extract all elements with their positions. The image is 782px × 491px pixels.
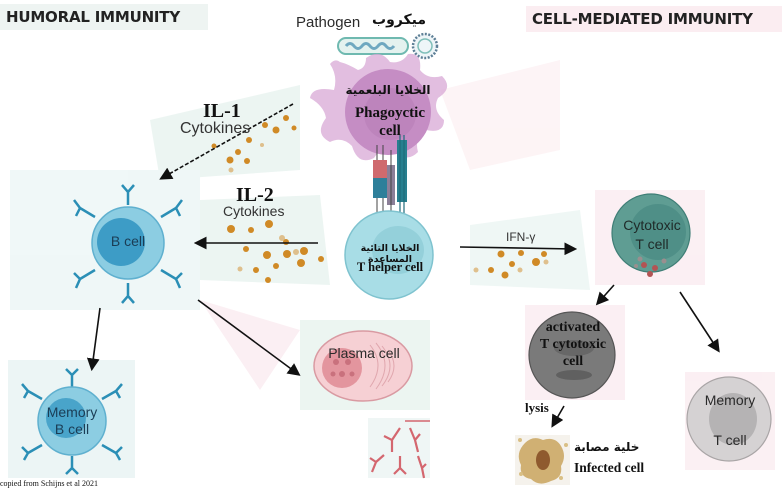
il2-cytokines-label: Cytokines bbox=[223, 203, 285, 219]
activated-t-cell-label-line1: activated bbox=[545, 320, 601, 335]
arrow-cytotoxic-activated bbox=[595, 284, 615, 306]
pathogen-label-arabic: ميكروب bbox=[372, 12, 427, 28]
memory-b-cell-label-line1: Memory bbox=[46, 404, 98, 420]
arrow-bcell-plasma bbox=[197, 299, 301, 376]
activated-t-cell-label-line2: T cytotoxic bbox=[539, 337, 607, 352]
memory-t-cell-label-line2: T cell bbox=[713, 432, 747, 448]
cytotoxic-t-cell-label-line1: Cytotoxic bbox=[623, 217, 681, 233]
plasma-cell bbox=[313, 330, 413, 402]
memory-t-cell bbox=[686, 376, 772, 462]
phagocytic-cell-label-line1: Phagoyctic bbox=[355, 105, 425, 121]
il1-cytokines-label: Cytokines bbox=[180, 120, 251, 137]
arrows bbox=[86, 103, 720, 428]
cell-mediated-immunity-header: CELL-MEDIATED IMMUNITY bbox=[526, 6, 782, 32]
il2-label: IL-2 bbox=[236, 184, 274, 206]
phagocytic-cell bbox=[310, 53, 448, 161]
cytotoxic-t-cell-label-line2: T cell bbox=[635, 236, 669, 252]
bacterium-icon bbox=[337, 37, 409, 55]
memory-b-cell-label-line2: B cell bbox=[54, 421, 90, 437]
phagocytic-cell-label-line2: cell bbox=[379, 123, 401, 139]
activated-t-cytotoxic-cell bbox=[528, 311, 616, 399]
phagocytic-cell-label-arabic: الخلايا البلعمية bbox=[345, 83, 431, 97]
receptor-complex bbox=[373, 135, 407, 222]
infected-cell bbox=[518, 438, 568, 484]
pathogen-label: Pathogen bbox=[296, 14, 361, 31]
b-cell bbox=[73, 184, 183, 304]
arrow-ifn bbox=[459, 242, 578, 256]
cytokine-dots-ifn bbox=[473, 250, 549, 279]
arrow-cytotoxic-memory bbox=[679, 291, 720, 353]
cytokine-dots-il1 bbox=[211, 115, 297, 173]
lysis-label: lysis bbox=[525, 400, 549, 415]
source-credit: copied from Schijns et al 2021 bbox=[0, 479, 98, 488]
t-helper-cell-label-arabic: الخلايا التائية المساعدة bbox=[360, 243, 420, 265]
il1-label: IL-1 bbox=[203, 100, 241, 122]
arrow-lysis bbox=[551, 405, 565, 428]
memory-t-cell-label-line1: Memory bbox=[704, 392, 756, 408]
memory-b-cell bbox=[21, 368, 123, 475]
humoral-immunity-header: HUMORAL IMMUNITY bbox=[0, 4, 208, 30]
b-cell-label: B cell bbox=[110, 233, 146, 249]
plasma-cell-label: Plasma cell bbox=[328, 345, 400, 361]
antibodies-icon bbox=[369, 420, 430, 479]
infected-cell-label-arabic: خلية مصابة bbox=[574, 440, 640, 454]
t-helper-cell-label: T helper cell bbox=[356, 260, 424, 274]
virus-icon bbox=[411, 32, 439, 60]
activated-t-cell-label-line3: cell bbox=[562, 354, 584, 369]
t-helper-cell bbox=[344, 210, 434, 300]
ifn-gamma-label: IFN-γ bbox=[506, 230, 536, 244]
arrow-il1 bbox=[159, 103, 294, 180]
arrow-bcell-memory bbox=[86, 307, 101, 372]
infected-cell-label: Infected cell bbox=[574, 460, 645, 475]
cytotoxic-t-cell bbox=[611, 193, 691, 277]
